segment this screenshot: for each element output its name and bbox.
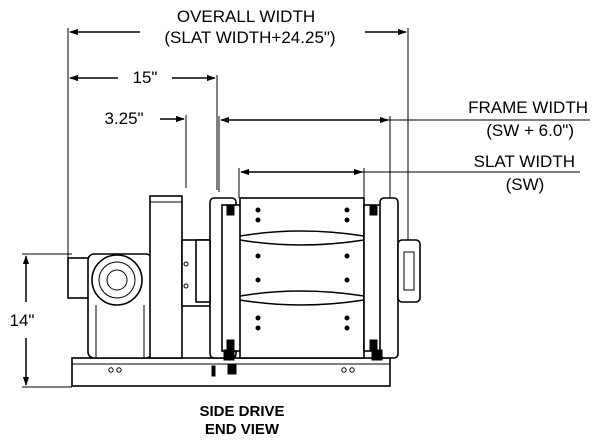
left-bracket-top [226,204,235,216]
drive-column [149,195,183,359]
right-bracket-top [369,204,378,216]
fifteen-inch-dimension: 15" [69,68,218,190]
right-foot [371,349,383,361]
base-hole [108,367,114,373]
slat-curve-2 [239,239,365,246]
three-25-label: 3.25" [104,109,143,128]
left-side-frame [221,204,243,352]
right-sprocket-housing [379,197,399,359]
fifteen-label: 15" [133,68,158,87]
slat-curve-top [239,230,365,237]
bearing-hole [183,261,189,267]
overall-width-formula: (SLAT WIDTH+24.25") [164,28,335,47]
slat-width-dimension: SLAT WIDTH (SW) [238,152,580,198]
height-dimension: 14" [10,253,72,388]
drawing-caption: SIDE DRIVE END VIEW [199,403,284,438]
base-slot [211,365,216,377]
base-hole [349,367,355,373]
frame-width-formula: (SW + 6.0") [486,121,574,140]
motor-flange-inner [98,261,136,299]
left-foot [223,349,235,361]
overall-width-dimension: OVERALL WIDTH (SLAT WIDTH+24.25") [67,7,409,258]
frame-width-label: FRAME WIDTH [468,98,588,117]
base-bolt [227,363,237,375]
slat-frame [239,197,365,359]
height-label: 14" [10,311,35,330]
base-hole [341,367,347,373]
base-hole [116,367,122,373]
slat-curve-3 [239,290,365,297]
caption-line-1: SIDE DRIVE [199,403,284,420]
slat-holes [255,207,350,331]
motor-shaft [106,269,128,291]
slat-curve-bottom [239,299,365,306]
slat-width-label: SLAT WIDTH [474,152,575,171]
bearing-hole [183,283,189,289]
overall-width-label: OVERALL WIDTH [177,7,315,26]
left-sprocket-hub [195,239,211,303]
left-bracket-bottom [226,339,235,351]
right-bearing [397,239,421,303]
three-25-dimension: 3.25" [104,109,187,188]
conveyor-side-drive [67,195,421,387]
caption-line-2: END VIEW [205,421,280,438]
frame-width-dimension: FRAME WIDTH (SW + 6.0") [218,98,590,198]
slat-width-abbrev: (SW) [506,175,545,194]
right-bearing-inner [403,251,415,291]
right-bracket-bottom [369,339,378,351]
